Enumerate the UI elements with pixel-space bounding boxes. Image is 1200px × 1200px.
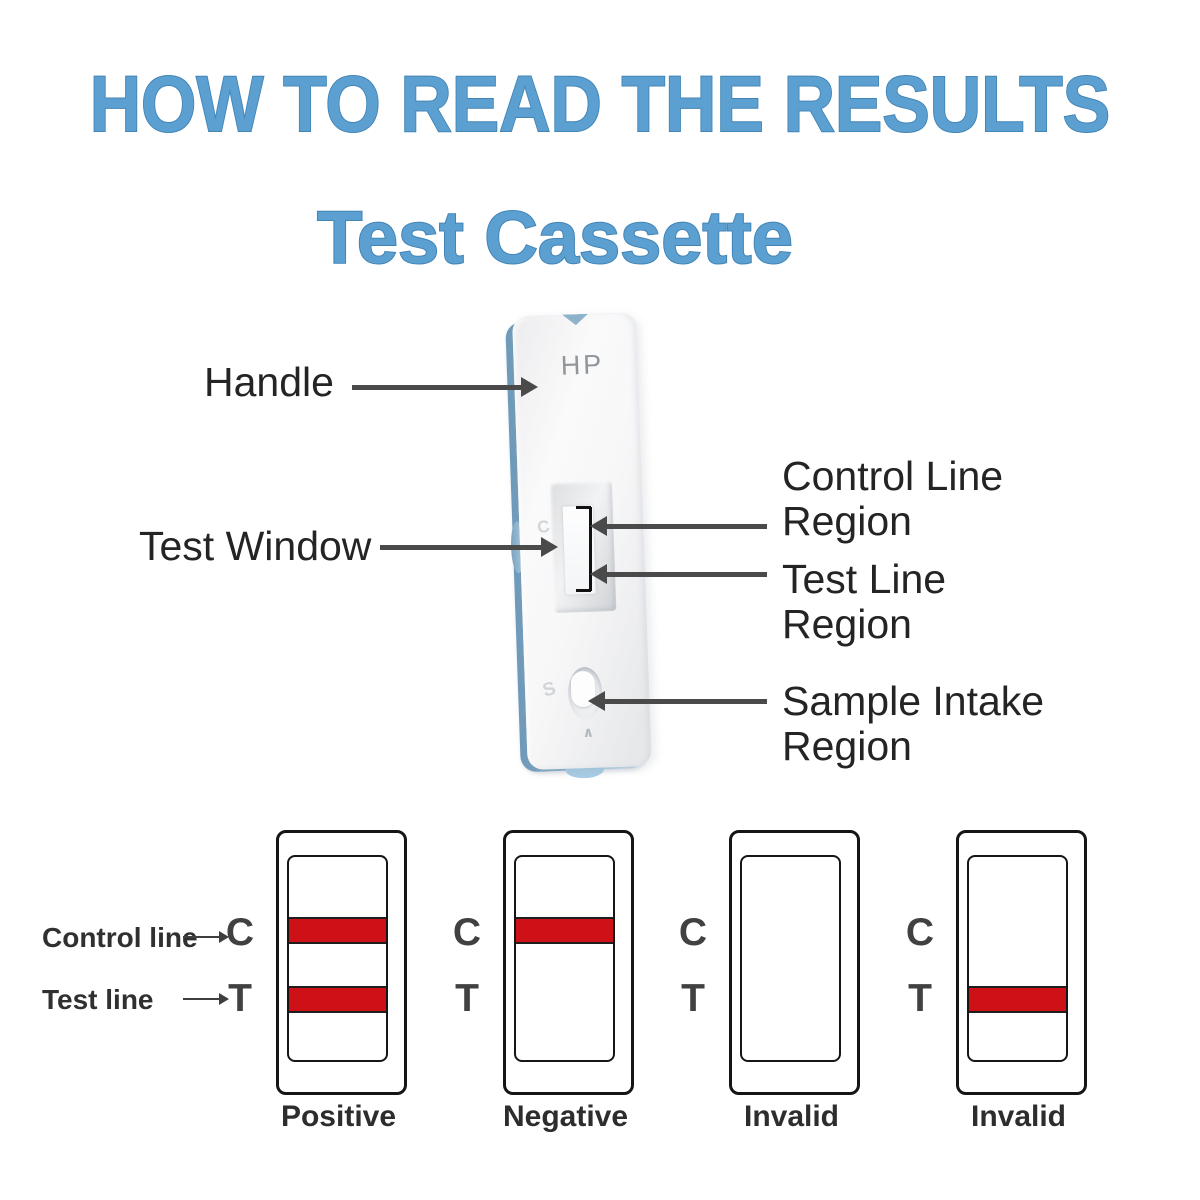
result-window <box>514 855 615 1062</box>
result-window <box>287 855 388 1062</box>
result-label: Positive <box>280 1100 397 1133</box>
page-title: HOW TO READ THE RESULTS <box>89 58 1111 149</box>
strip-marker-bottom-cap <box>576 589 591 592</box>
test-letter: T <box>681 977 705 1020</box>
result-window <box>740 855 841 1062</box>
test-line-legend-label: Test line <box>42 984 154 1015</box>
result-frame <box>956 830 1087 1095</box>
molded-arrow-mark: ∧ <box>582 723 595 741</box>
page-title-row: HOW TO READ THE RESULTS <box>0 58 1200 150</box>
control-letter: C <box>225 911 255 954</box>
section-title-row: Test Cassette <box>0 195 1155 280</box>
sample-intake-region-label: Sample Intake Region <box>782 678 1045 769</box>
test-line-band <box>289 985 386 1013</box>
result-frame <box>503 830 634 1095</box>
result-frame <box>729 830 860 1095</box>
result-cassette: C T Negative <box>453 830 634 1190</box>
result-frame <box>276 830 407 1095</box>
test-letter: T <box>455 977 479 1020</box>
result-cassette: C T Invalid <box>906 830 1087 1190</box>
section-title: Test Cassette <box>316 195 794 280</box>
result-label: Negative <box>502 1100 629 1133</box>
handle-label: Handle <box>204 359 334 405</box>
test-window-label: Test Window <box>139 523 372 569</box>
test-letter: T <box>908 977 932 1020</box>
cassette-brand-text: HP <box>560 349 605 381</box>
result-cassette: C T Positive <box>226 830 407 1190</box>
control-letter: C <box>678 911 708 954</box>
control-line-legend-label: Control line <box>42 922 198 953</box>
test-line-band <box>969 985 1066 1013</box>
test-line-region-label: Test Line Region <box>782 556 947 647</box>
test-letter: T <box>228 977 252 1020</box>
strip-marker-top-cap <box>576 506 591 509</box>
control-line-region-label: Control Line Region <box>782 453 1004 544</box>
result-window <box>967 855 1068 1062</box>
control-letter: C <box>452 911 482 954</box>
strip-region-marker-line <box>589 507 592 591</box>
result-label: Invalid <box>743 1100 840 1133</box>
result-cassette: C T Invalid <box>679 830 860 1190</box>
control-line-band <box>289 916 386 944</box>
control-line-band <box>516 916 613 944</box>
result-label: Invalid <box>970 1100 1067 1133</box>
control-letter: C <box>905 911 935 954</box>
